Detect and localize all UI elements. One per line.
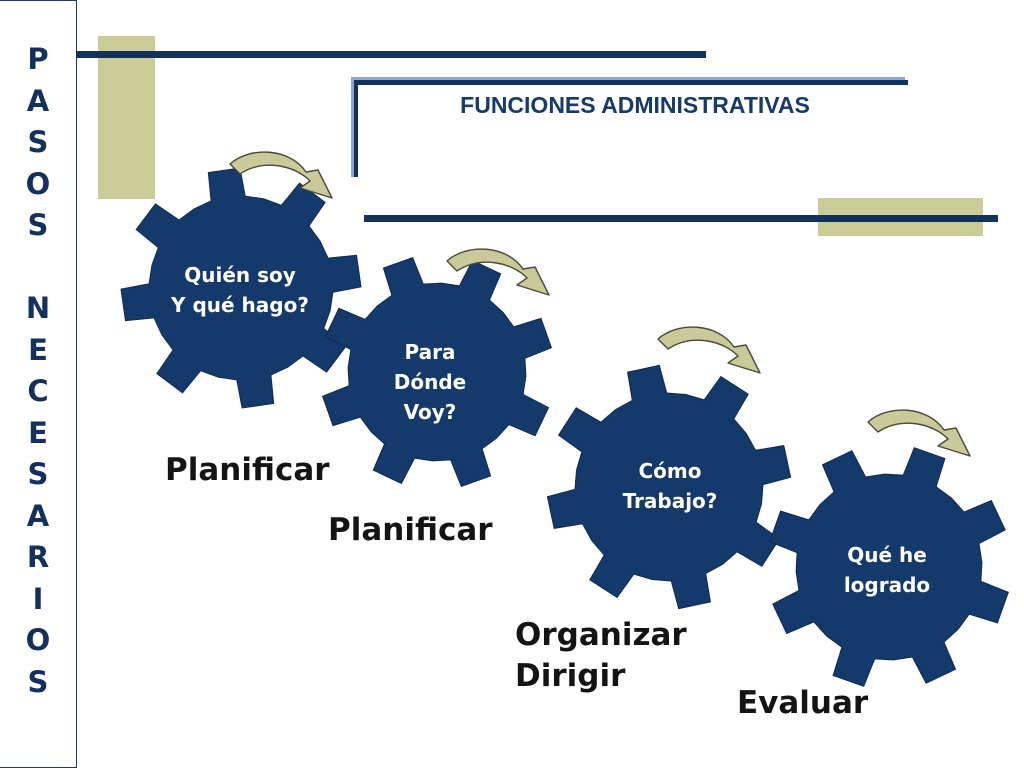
vertical-letter: P xyxy=(27,42,49,76)
curved-arrow-icon xyxy=(446,248,550,296)
step-label-3: Organizar Dirigir xyxy=(515,615,687,697)
vertical-letter: O xyxy=(25,166,51,201)
vertical-letter: N xyxy=(25,291,51,325)
vertical-letter: S xyxy=(27,664,49,699)
gear-label-line: Dónde xyxy=(393,370,467,394)
title-frame-top-shadow xyxy=(351,77,905,80)
curved-arrow-icon xyxy=(657,326,761,374)
gear-label-line: Qué he xyxy=(847,543,927,567)
title-frame-top xyxy=(354,80,908,85)
gear-icon xyxy=(120,167,362,409)
gear-label-line: Para xyxy=(404,340,456,364)
curved-arrow-icon xyxy=(229,151,333,199)
gear-label-2: Para Dónde Voy? xyxy=(360,337,500,427)
navy-bar-middle xyxy=(364,215,998,222)
gear-label-line: Quién soy xyxy=(184,263,296,287)
khaki-block-left xyxy=(98,36,155,199)
navy-bar-top xyxy=(76,51,706,58)
step-label-4: Evaluar xyxy=(737,683,868,724)
gear-label-1: Quién soy Y qué hago? xyxy=(150,260,330,320)
step-label-line: Planificar xyxy=(165,452,330,488)
gear-label-line: Cómo xyxy=(638,459,702,483)
page-title: FUNCIONES ADMINISTRATIVAS xyxy=(460,92,810,118)
vertical-letter: S xyxy=(27,457,49,491)
vertical-letter: E xyxy=(28,332,48,367)
vertical-letter: R xyxy=(26,540,50,574)
step-label-1: Planificar xyxy=(165,450,330,491)
step-label-line: Dirigir xyxy=(515,658,626,694)
step-label-2: Planificar xyxy=(328,510,493,551)
step-label-line: Evaluar xyxy=(737,685,869,721)
sidebar: P A S O S N E C E S A R I O S xyxy=(0,0,77,768)
gear-icon xyxy=(546,364,792,610)
vertical-letter: S xyxy=(27,208,49,242)
gear-label-line: Y qué hago? xyxy=(171,293,309,317)
vertical-letter: A xyxy=(26,498,50,533)
vertical-letter: O xyxy=(25,623,51,657)
vertical-letter: S xyxy=(27,125,49,159)
vertical-title: P A S O S N E C E S A R I O S xyxy=(0,39,76,703)
gear-icon xyxy=(769,447,1009,687)
gear-label-line: logrado xyxy=(843,573,931,597)
step-label-line: Planificar xyxy=(328,512,493,548)
curved-arrow-icon xyxy=(867,409,971,457)
title-frame-left xyxy=(354,80,358,177)
vertical-letter: I xyxy=(32,581,44,616)
gear-label-4: Qué he logrado xyxy=(812,540,962,600)
title-frame-left-shadow xyxy=(351,77,354,177)
gear-label-3: Cómo Trabajo? xyxy=(590,456,750,516)
step-label-line: Organizar xyxy=(515,617,687,653)
gear-label-line: Voy? xyxy=(403,400,457,424)
vertical-letter: C xyxy=(27,374,49,408)
vertical-letter: A xyxy=(26,83,50,118)
gear-label-line: Trabajo? xyxy=(622,489,718,513)
vertical-letter: E xyxy=(28,415,48,450)
gear-icon xyxy=(321,256,553,488)
